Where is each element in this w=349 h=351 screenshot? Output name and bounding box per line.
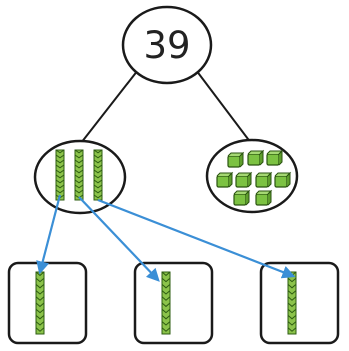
unit-cube <box>227 151 245 168</box>
split-box <box>259 261 340 345</box>
split-box-rod <box>287 271 297 335</box>
split-boxes-group <box>7 261 340 345</box>
connector-line-right <box>195 69 252 144</box>
split-arrow <box>78 196 160 282</box>
whole-circle <box>121 5 213 85</box>
split-box <box>7 261 88 345</box>
unit-cube <box>274 171 292 188</box>
unit-cube <box>255 189 273 206</box>
split-arrow <box>36 194 62 275</box>
tens-rod <box>74 149 84 201</box>
ones-part-node <box>205 138 299 214</box>
split-box-rod <box>161 271 171 335</box>
arrows-group <box>36 194 296 282</box>
unit-cube <box>266 149 284 166</box>
whole-value: 39 <box>143 24 190 67</box>
unit-cube <box>255 171 273 188</box>
unit-cube <box>216 171 234 188</box>
tens-rods-group <box>55 149 103 201</box>
split-box <box>133 261 214 345</box>
split-box-rod <box>35 271 45 335</box>
unit-cube <box>247 149 265 166</box>
whole-node: 39 <box>121 5 213 85</box>
unit-cube <box>235 171 253 188</box>
split-arrow <box>97 198 296 279</box>
connector-line-left <box>80 69 139 144</box>
tens-rod <box>55 149 65 201</box>
tens-rod <box>93 149 103 201</box>
ones-cubes-group <box>216 149 292 206</box>
unit-cube <box>233 189 251 206</box>
tens-part-node <box>33 139 127 215</box>
